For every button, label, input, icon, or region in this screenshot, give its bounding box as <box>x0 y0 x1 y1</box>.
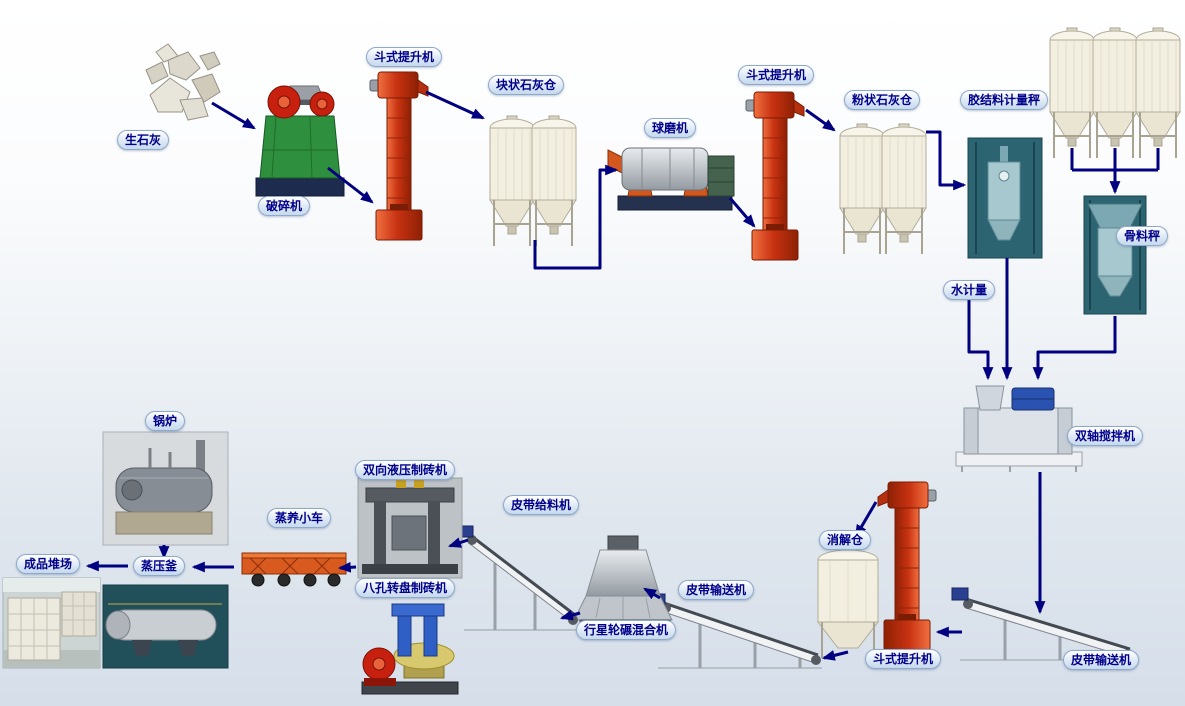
planetary-mixer-image <box>573 535 673 629</box>
label-double-shaft-mixer: 双轴搅拌机 <box>1067 426 1144 446</box>
bucket-elevator-2-image <box>745 91 805 261</box>
product-yard-image <box>2 577 101 669</box>
label-bucket-elevator-2: 斗式提升机 <box>738 65 815 85</box>
flow-arrow <box>643 587 661 600</box>
bucket-elevator-3-image <box>877 481 937 651</box>
label-bucket-elevator-1: 斗式提升机 <box>366 47 443 67</box>
cement-silos-image <box>1049 27 1181 159</box>
label-planetary-mixer: 行星轮碾混合机 <box>576 620 677 640</box>
flow-arrow <box>211 101 256 130</box>
flow-arrow <box>337 561 357 573</box>
label-boiler: 锅炉 <box>145 411 186 431</box>
label-ball-mill: 球磨机 <box>644 118 697 138</box>
label-crusher: 破碎机 <box>258 196 311 216</box>
label-belt-conveyor-right: 皮带输送机 <box>1063 650 1140 670</box>
flow-arrow <box>926 130 967 191</box>
hydraulic-brick-machine-image <box>357 477 463 579</box>
flow-arrow <box>1032 316 1117 381</box>
label-powder-lime-silo: 粉状石灰仓 <box>844 90 921 110</box>
flow-arrow <box>533 164 619 270</box>
autoclave-image <box>102 584 229 669</box>
bucket-elevator-1-image <box>369 71 429 241</box>
label-quicklime: 生石灰 <box>117 130 170 150</box>
label-rotary-brick-machine: 八孔转盘制砖机 <box>355 578 456 598</box>
label-autoclave: 蒸压釜 <box>133 556 186 576</box>
label-product-yard: 成品堆场 <box>16 554 81 574</box>
label-water-metering: 水计量 <box>943 280 996 300</box>
flow-arrow <box>447 537 469 548</box>
binder-metering-scale-image <box>967 137 1043 259</box>
flow-arrow <box>425 90 485 120</box>
flow-arrow <box>821 650 849 661</box>
label-hydraulic-brick-machine: 双向液压制砖机 <box>355 460 456 480</box>
powder-lime-silo-image <box>839 123 927 255</box>
digestion-silo-image <box>816 549 880 658</box>
label-steam-trolley: 蒸养小车 <box>267 508 332 528</box>
flow-arrow <box>559 609 581 621</box>
label-lump-lime-silo: 块状石灰仓 <box>488 75 565 95</box>
label-digestion-silo: 消解仓 <box>819 530 872 550</box>
aggregate-scale-image <box>1083 195 1147 315</box>
flow-arrow <box>728 197 756 228</box>
ball-mill-image <box>607 147 735 211</box>
label-aggregate-scale: 骨料秤 <box>1116 226 1169 246</box>
label-belt-conveyor-mid: 皮带输送机 <box>678 580 755 600</box>
quicklime-rocks-image <box>145 43 221 121</box>
label-binder-metering-scale: 胶结料计量秤 <box>960 90 1049 110</box>
boiler-image <box>102 431 229 546</box>
flow-arrows <box>85 90 1160 661</box>
flow-line <box>1070 148 1160 172</box>
label-bucket-elevator-3: 斗式提升机 <box>865 649 942 669</box>
crusher-image <box>255 85 345 197</box>
lump-lime-silo-image <box>489 115 577 247</box>
label-belt-feeder: 皮带给料机 <box>503 495 580 515</box>
steam-trolley-image <box>241 552 347 587</box>
double-shaft-mixer-image <box>955 385 1083 472</box>
rotary-brick-machine-image <box>361 603 459 695</box>
flow-arrow <box>805 108 836 132</box>
belt-feeder-image <box>457 525 582 631</box>
flow-arrow <box>327 166 374 204</box>
flow-arrow <box>967 299 994 381</box>
